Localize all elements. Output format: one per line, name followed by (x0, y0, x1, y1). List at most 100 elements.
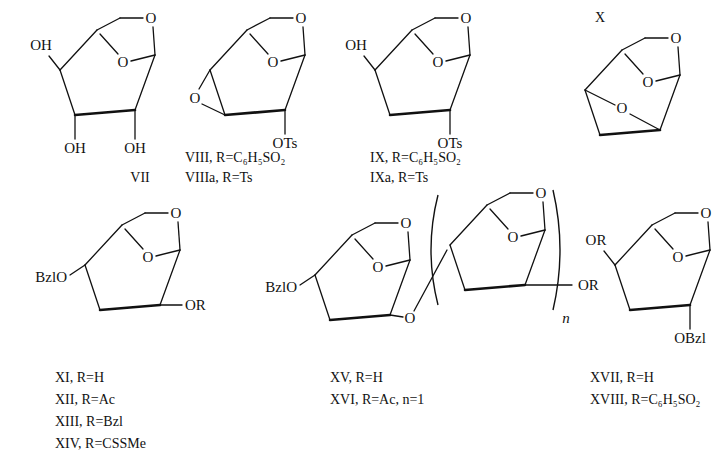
bond-line (625, 54, 643, 74)
bond-line (390, 260, 410, 315)
bond-line (645, 37, 668, 38)
bond-line (435, 17, 458, 18)
atom-label: O (118, 55, 129, 70)
bond-line (303, 27, 305, 55)
bond-line (655, 229, 673, 249)
bond-line (622, 38, 645, 50)
atom-label: O (405, 311, 416, 326)
bond-line (352, 223, 375, 235)
bond-line (202, 104, 225, 115)
bond-line (153, 27, 155, 55)
bond-line (330, 315, 390, 320)
compound-label: XII, R=Ac (55, 393, 115, 407)
bond-line (600, 130, 660, 135)
bond-line (525, 284, 572, 285)
bond-line (450, 55, 470, 110)
atom-label: OTs (273, 136, 298, 151)
atom-label: O (461, 11, 472, 26)
bond-line (386, 260, 410, 266)
bond-line (521, 230, 545, 236)
bond-line (315, 235, 352, 275)
bond-line (122, 213, 145, 225)
bond-line (178, 222, 180, 250)
bond-line (412, 18, 435, 30)
atom-label: O (508, 230, 519, 245)
repeat-index: n (562, 311, 570, 326)
atom-label: O (433, 55, 444, 70)
bond-line (525, 230, 545, 285)
bond-line (97, 18, 120, 30)
atom-label: OH (345, 38, 367, 53)
bond-line (468, 27, 470, 55)
bond-line (490, 209, 508, 229)
bond-line (156, 250, 180, 256)
bond-line (300, 275, 315, 285)
bond-line (70, 265, 85, 275)
atom-label: O (146, 11, 157, 26)
compound-label: XVII, R=H (590, 371, 654, 385)
bond-line (60, 30, 97, 70)
bond-line (285, 55, 305, 110)
atom-label: OR (578, 278, 599, 293)
bond-line (465, 285, 525, 290)
bond-line (135, 55, 155, 110)
bond-line (284, 110, 285, 134)
bond-line (85, 225, 122, 265)
bond-line (615, 265, 630, 310)
bond-line (585, 90, 615, 105)
bond-line (134, 110, 135, 139)
bond-line (270, 17, 293, 18)
bond-line (49, 56, 60, 70)
bond-line (160, 250, 180, 305)
bond-line (615, 225, 652, 265)
atom-label: OR (185, 298, 206, 313)
bond-line (160, 304, 182, 305)
bond-line (100, 305, 160, 310)
bond-line (450, 205, 487, 245)
bond-line (660, 75, 680, 130)
bond-line (656, 75, 680, 81)
atom-label: O (536, 186, 547, 201)
atom-label: OBzl (674, 331, 706, 346)
bond-line (375, 222, 398, 223)
atom-label: OH (124, 141, 146, 156)
bond-line (585, 50, 622, 90)
bond-line (75, 110, 135, 115)
bond-line (74, 115, 75, 139)
bond-line (131, 55, 155, 61)
bond-line (315, 275, 330, 320)
compound-label: IX, R=C₆H₅SO₂ (370, 151, 461, 165)
bond-line (708, 222, 710, 250)
compound-label: XVI, R=Ac, n=1 (330, 393, 424, 407)
bracket (431, 195, 438, 305)
bond-line (85, 265, 100, 310)
atom-label: OR (586, 233, 607, 248)
bond-line (686, 250, 710, 256)
atom-label: O (296, 11, 307, 26)
atom-label: O (617, 101, 628, 116)
atom-label: O (171, 206, 182, 221)
bond-line (408, 232, 410, 260)
bond-line (375, 70, 390, 115)
bond-line (375, 30, 412, 70)
bond-line (446, 55, 470, 61)
atom-label: O (671, 31, 682, 46)
bond-line (678, 47, 680, 75)
compound-label: XIV, R=CSSMe (55, 437, 146, 451)
bond-line (247, 18, 270, 30)
bond-line (450, 245, 465, 290)
compound-label: VIII, R=C₆H₅SO₂ (185, 151, 285, 165)
compound-label: XIII, R=Bzl (55, 415, 123, 429)
atom-label: O (401, 216, 412, 231)
compound-label: XV, R=H (330, 371, 383, 385)
atom-label: O (268, 55, 279, 70)
bond-line (630, 305, 690, 310)
bracket (553, 190, 560, 310)
bond-line (145, 212, 168, 213)
atom-label: OH (30, 38, 52, 53)
atom-label: O (190, 91, 201, 106)
compound-label: VII (130, 171, 149, 185)
atom-label: O (643, 75, 654, 90)
bond-line (390, 315, 403, 317)
